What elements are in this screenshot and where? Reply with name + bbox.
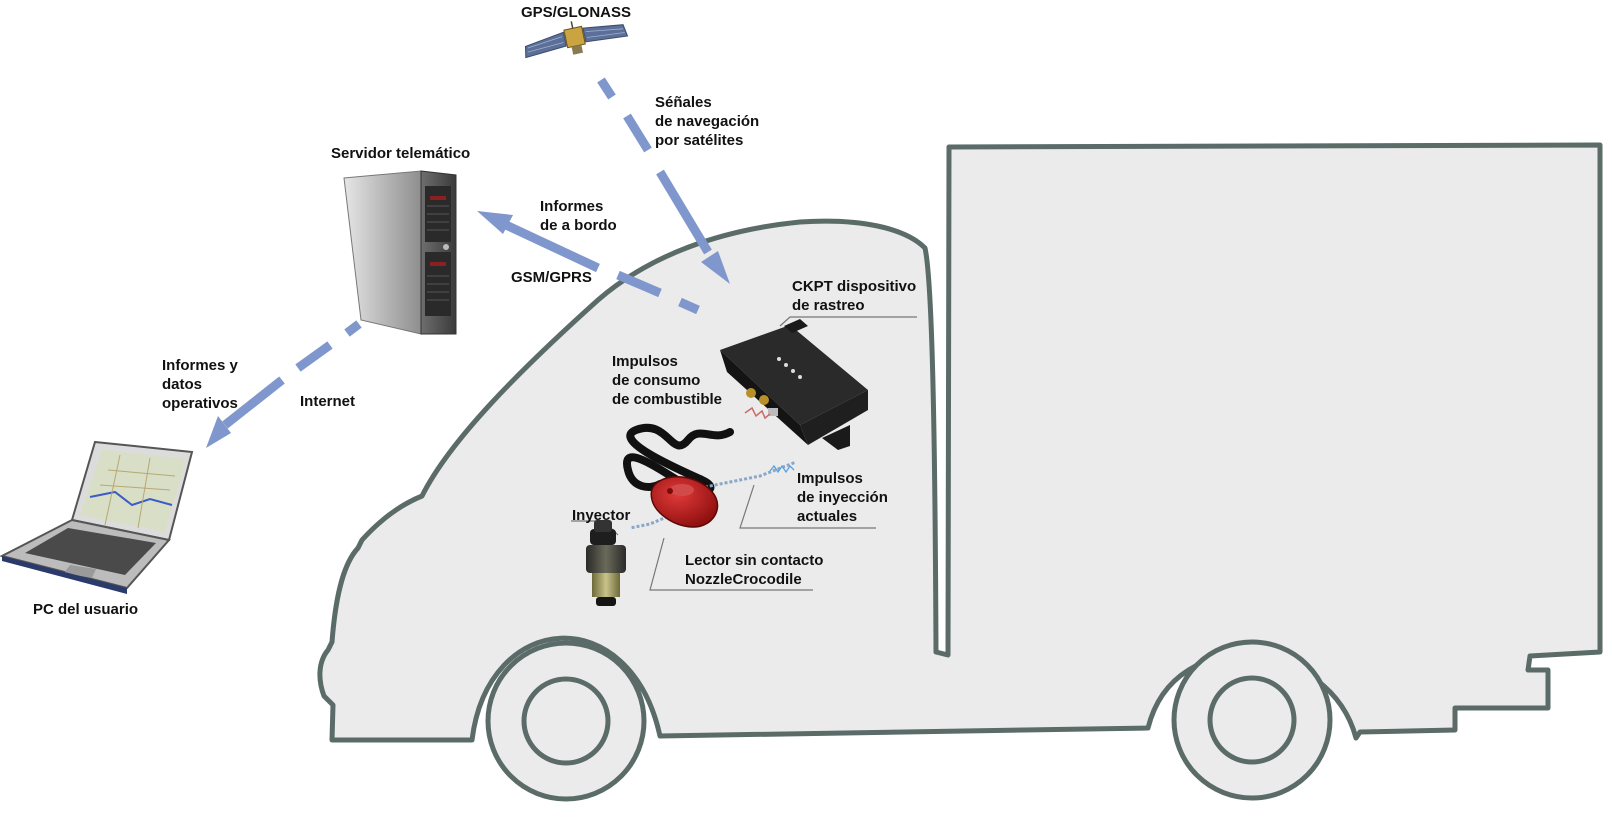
navigation-signals-label: Séñales de navegación por satélites <box>655 93 759 150</box>
injection-pulses-line: Impulsos <box>797 470 863 487</box>
user-pc-label: PC del usuario <box>33 601 139 618</box>
reader-label: Lector sin contacto NozzleCrocodile <box>685 551 823 589</box>
tracker-line: CKPT dispositivo <box>792 278 917 295</box>
server-icon <box>343 170 457 335</box>
fuel-pulses-line: Impulsos <box>612 353 678 370</box>
navigation-signals-line: por satélites <box>655 132 744 149</box>
navigation-signals-line: de navegación <box>655 113 760 130</box>
injection-pulses-label: Impulsos de inyección actuales <box>797 469 888 526</box>
satellite-icon <box>524 21 629 59</box>
fuel-pulses-line: de consumo <box>612 372 701 389</box>
gsm-report-arrow <box>477 211 700 315</box>
operational-reports-line: operativos <box>162 395 238 412</box>
operational-reports-line: datos <box>162 376 203 393</box>
gps-glonass-label: GPS/GLONASS <box>521 4 632 21</box>
injection-pulses-line: actuales <box>797 508 858 525</box>
onboard-reports-line: de a bordo <box>540 217 617 234</box>
injector-label: Inyector <box>572 507 631 524</box>
reader-line: Lector sin contacto <box>685 552 824 569</box>
fuel-pulses-label: Impulsos de consumo de combustible <box>612 352 722 409</box>
tracker-line: de rastreo <box>792 297 865 314</box>
truck-body <box>317 142 1603 743</box>
operational-reports-line: Informes y <box>162 357 238 374</box>
fuel-pulses-line: de combustible <box>612 391 723 408</box>
sensor-cable <box>623 406 797 530</box>
server-label: Servidor telemático <box>331 145 471 162</box>
tracker-label: CKPT dispositivo de rastreo <box>792 277 916 315</box>
front-wheel <box>485 640 647 802</box>
injector-icon <box>586 520 626 606</box>
laptop-icon <box>0 440 194 594</box>
reader-line: NozzleCrocodile <box>685 571 802 588</box>
rear-wheel <box>1171 639 1333 801</box>
onboard-reports-line: Informes <box>540 198 604 215</box>
gsm-gprs-label: GSM/GPRS <box>511 269 592 286</box>
operational-reports-label: Informes y datos operativos <box>162 356 238 413</box>
internet-arrow <box>206 320 362 448</box>
injection-pulses-line: de inyección <box>797 489 888 506</box>
nozzle-sensor-icon <box>650 476 719 528</box>
satellite-signal-arrow <box>597 77 730 284</box>
onboard-reports-label: Informes de a bordo <box>540 197 617 235</box>
internet-label: Internet <box>300 393 356 410</box>
tracker-device-icon <box>720 319 868 450</box>
navigation-signals-line: Séñales <box>655 94 712 111</box>
